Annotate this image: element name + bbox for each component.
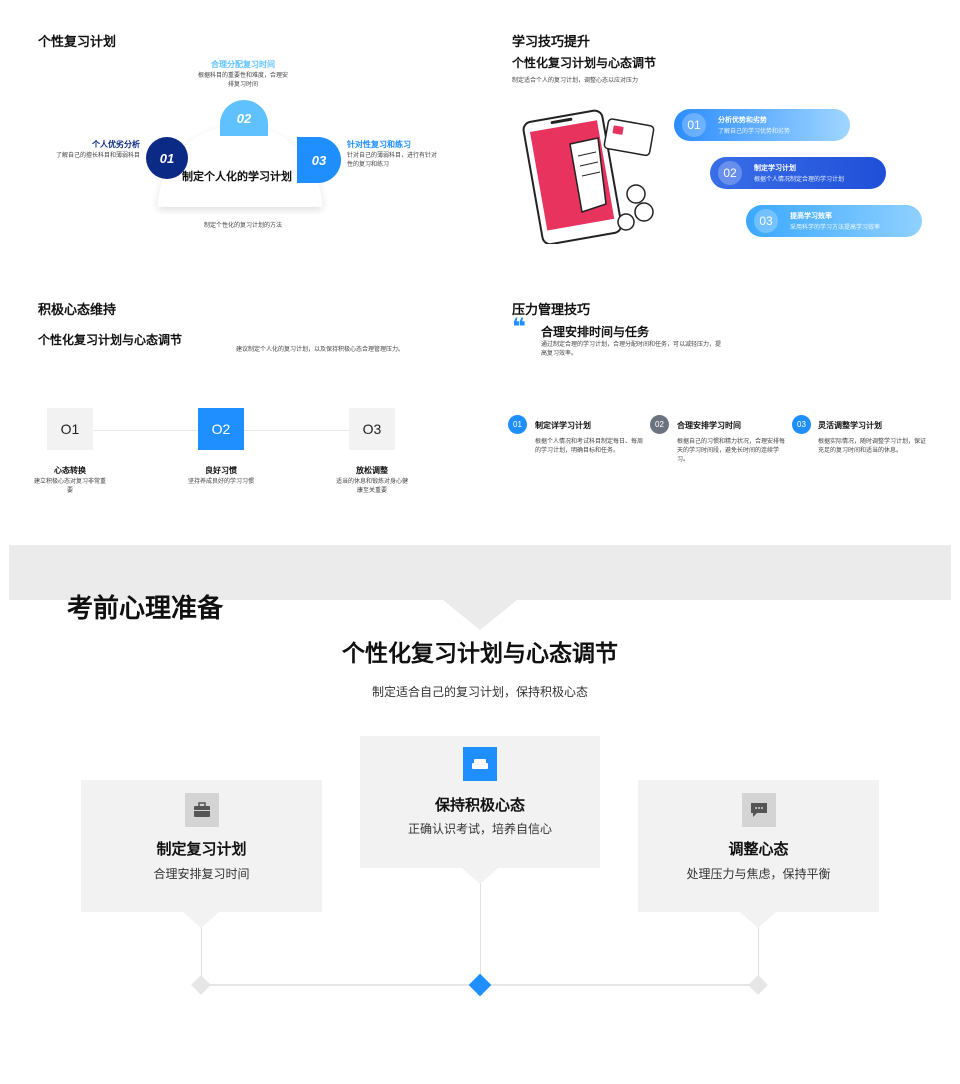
step-03-circle: 03 (297, 137, 341, 183)
slide-personal-review-plan: 个性复习计划 01 02 03 制定个人化的学习计划 个人优劣分析 了解自己的擅… (0, 0, 480, 270)
card-positive-mindset: 保持积极心态 正确认识考试，培养自信心 (360, 736, 600, 868)
pill-desc: 了解自己的学习优势和劣势 (718, 129, 791, 135)
step-01-circle: 01 (146, 137, 188, 179)
slide-stress-management: 压力管理技巧 ❝ 合理安排时间与任务 通过制定合理的学习计划，合理分配时间和任务… (480, 270, 960, 540)
item-02-title: 合理分配复习时间 (211, 60, 275, 69)
slide-exam-mental-prep: 考前心理准备 个性化复习计划与心态调节 制定适合自己的复习计划，保持积极心态 制… (0, 540, 960, 1084)
tip-03-title: 灵活调整学习计划 (818, 421, 882, 430)
item-03-title: 针对性复习和练习 (347, 140, 411, 149)
step-03-desc: 适当的休息和锻炼对身心健康至关重要 (336, 479, 409, 494)
timeline-node-center (468, 973, 492, 997)
slide-positive-mindset: 积极心态维持 个性化复习计划与心态调节 建议制定个人化的复习计划，以及保持积极心… (0, 270, 480, 540)
card-title: 制定复习计划 (156, 841, 247, 858)
card-title: 调整心态 (728, 841, 789, 858)
header-arrow (443, 600, 517, 630)
slide-subtitle: 个性化复习计划与心态调节 (342, 640, 618, 666)
briefcase-icon (184, 793, 219, 827)
step-number: 01 (159, 150, 175, 166)
card-right-pointer (740, 912, 776, 928)
step-03-title: 放松调整 (356, 466, 388, 475)
connector-right (758, 910, 759, 984)
step-box-02: O2 (198, 408, 244, 450)
step-01-title: 心态转换 (54, 466, 86, 475)
tip-03-desc: 根据实际情况，随时调整学习计划，保证充足的复习时间和适当的休息。 (818, 439, 927, 454)
item-02-desc: 根据科目的重要性和难度，合理安排复习时间 (197, 73, 288, 88)
slide-title: 学习技巧提升 (512, 34, 591, 49)
sofa-icon (463, 747, 497, 781)
pill-number: 02 (718, 161, 742, 185)
tip-01-number: 01 (508, 415, 527, 434)
card-center-pointer (462, 868, 498, 884)
connector-line (94, 430, 394, 431)
header-band (9, 545, 951, 600)
center-label: 制定个人化的学习计划 (182, 171, 292, 183)
step-box-01: O1 (47, 408, 93, 450)
card-title: 保持积极心态 (434, 797, 525, 814)
pill-title: 分析优势和劣势 (718, 117, 767, 124)
slide-title: 压力管理技巧 (512, 302, 591, 317)
step-number: 02 (236, 110, 252, 126)
pill-title: 提高学习效率 (790, 213, 832, 220)
skill-pill-01: 01 分析优势和劣势 了解自己的学习优势和劣势 (674, 109, 850, 141)
tip-02-number: 02 (650, 415, 669, 434)
step-box-03: O3 (349, 408, 395, 450)
phone-illustration (522, 109, 655, 244)
tip-01-desc: 根据个人情况和考试科目制定每日、每周的学习计划，明确目标和任务。 (535, 439, 644, 454)
pill-number: 01 (682, 113, 706, 137)
item-01-title: 个人优劣分析 (92, 140, 140, 149)
card-desc: 处理压力与焦虑，保持平衡 (686, 867, 831, 881)
slide-title: 积极心态维持 (38, 302, 117, 317)
pill-title: 制定学习计划 (754, 165, 796, 172)
slide-subtitle: 个性化复习计划与心态调节 (512, 56, 657, 70)
pill-desc: 根据个人情况制定合理的学习计划 (754, 177, 845, 183)
slide-subtitle: 合理安排时间与任务 (541, 325, 650, 339)
quote-icon: ❝ (512, 314, 527, 341)
tip-02-title: 合理安排学习时间 (677, 421, 741, 430)
slide-title: 个性复习计划 (38, 34, 117, 49)
skill-pill-02: 02 制定学习计划 根据个人情况制定合理的学习计划 (710, 157, 886, 189)
skill-pill-03: 03 提高学习效率 采用科学的学习方法提高学习效率 (746, 205, 922, 237)
pill-desc: 采用科学的学习方法提高学习效率 (790, 225, 881, 231)
tip-03-number: 03 (792, 415, 811, 434)
step-number: 03 (311, 152, 327, 168)
slide-subtitle: 个性化复习计划与心态调节 (38, 333, 183, 347)
timeline-node-right (748, 975, 768, 995)
slide-desc: 建议制定个人化的复习计划，以及保持积极心态合理管理压力。 (236, 347, 405, 353)
card-left-pointer (183, 912, 219, 928)
slide-title: 考前心理准备 (67, 593, 224, 623)
step-02-desc: 坚持养成良好的学习习惯 (187, 479, 254, 485)
connector-center (480, 866, 481, 984)
item-03-desc: 针对自己的薄弱科目，进行有针对性的复习和练习 (347, 153, 438, 168)
slide-desc: 通过制定合理的学习计划，合理分配时间和任务，可以减轻压力，提高复习效率。 (541, 342, 722, 357)
timeline-node-left (191, 975, 211, 995)
connector-left (201, 910, 202, 984)
semicircle-shape (158, 125, 322, 207)
card-desc: 正确认识考试，培养自信心 (407, 822, 552, 836)
bottom-caption: 制定个性化的复习计划的方法 (203, 223, 282, 229)
slide-study-skills: 学习技巧提升 个性化复习计划与心态调节 制定适合个人的复习计划，调整心态以应对压… (480, 0, 960, 270)
tip-01-title: 制定详学习计划 (535, 421, 591, 430)
tip-02-desc: 根据自己的习惯和精力状况，合理安排每天的学习时间段，避免长时间的连续学习。 (677, 439, 786, 463)
card-adjust-mindset: 调整心态 处理压力与焦虑，保持平衡 (638, 780, 879, 912)
chat-icon (741, 793, 776, 827)
item-01-desc: 了解自己的擅长科目和薄弱科目 (55, 153, 140, 159)
step-02-title: 良好习惯 (205, 466, 237, 475)
step-02-circle: 02 (220, 100, 268, 136)
slide-desc: 制定适合自己的复习计划，保持积极心态 (371, 685, 588, 699)
card-review-plan: 制定复习计划 合理安排复习时间 (81, 780, 322, 912)
pill-number: 03 (754, 209, 778, 233)
card-desc: 合理安排复习时间 (153, 867, 250, 881)
slide-desc: 制定适合个人的复习计划，调整心态以应对压力 (512, 78, 639, 84)
step-01-desc: 建立积极心态对复习非常重要 (34, 479, 107, 494)
